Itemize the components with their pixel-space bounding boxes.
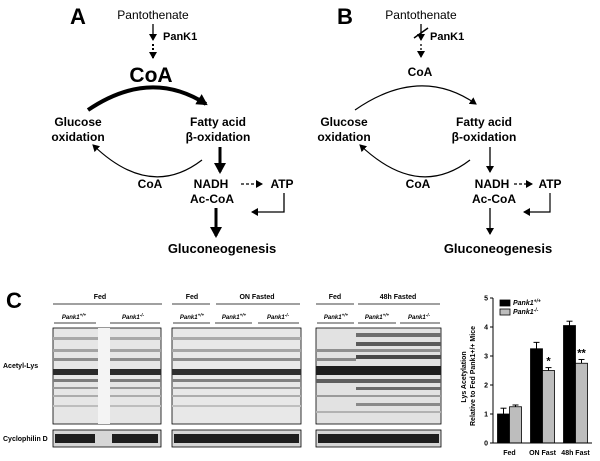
panel-b-gluconeo: Gluconeogenesis <box>444 241 552 256</box>
panel-b-atp: ATP <box>538 177 561 191</box>
panel-a-fatty-line1: Fatty acid <box>190 115 246 129</box>
x-category-label: Fed <box>503 450 515 457</box>
panel-b-nadh: NADH <box>475 177 510 191</box>
bar <box>497 413 510 444</box>
chart-xlabels: Fed ON Fast 48h Fast <box>503 450 590 457</box>
chart-bars: *** <box>497 320 588 444</box>
blot2-fasted-label: ON Fasted <box>239 294 274 301</box>
y-tick-label: 5 <box>484 296 488 303</box>
panel-c-letter: C <box>6 288 22 313</box>
legend-swatch <box>499 299 511 307</box>
blot2-cyclophilin-image <box>171 429 302 448</box>
significance-marker: * <box>546 356 551 368</box>
panel-b-atp-loop <box>523 193 551 216</box>
blot1-fed-label: Fed <box>94 294 106 301</box>
chart-legend: Pank1+/+Pank1-/- <box>499 299 541 317</box>
panel-a-pantothenate: Pantothenate <box>117 8 189 22</box>
panel-b-acoa: Ac-CoA <box>472 192 516 206</box>
y-tick-label: 3 <box>484 354 488 361</box>
panel-a-gluconeo: Gluconeogenesis <box>168 241 276 256</box>
panel-a-thin-arc <box>92 144 203 178</box>
blot2-genotype-2: Pank1+/+ <box>222 313 247 322</box>
chart-ylabel: Lys Acetylation Relative to Fed Pank1+/+… <box>461 326 477 426</box>
panel-a-glucose-line2: oxidation <box>51 130 104 144</box>
blot2-acetyl-image <box>171 327 302 425</box>
panel-b-block-mark <box>413 27 429 39</box>
blot3-header: Fed 48h Fasted Pank1+/+ Pank1+/+ Pank1-/… <box>316 294 440 324</box>
blot3-acetyl-image <box>315 327 442 425</box>
bar <box>575 362 588 444</box>
legend-swatch <box>499 308 511 316</box>
y-tick-label: 0 <box>484 441 488 448</box>
panel-b-glucose-line1: Glucose <box>320 115 368 129</box>
panel-b-letter: B <box>337 4 353 29</box>
y-tick-label: 1 <box>484 412 488 419</box>
panel-a-coa-top: CoA <box>129 64 172 87</box>
blot3-cyclophilin-image <box>315 429 442 448</box>
panel-b-bottom-arc <box>359 144 471 178</box>
bar <box>530 348 543 444</box>
panel-c: C Acetyl-Lys Cyclophilin D Fed Pank1+/+ … <box>3 288 442 448</box>
panel-b-fatty-line1: Fatty acid <box>456 115 512 129</box>
panel-b-coa-bottom: CoA <box>406 177 431 191</box>
y-tick-label: 2 <box>484 383 488 390</box>
blot3-genotype-1: Pank1+/+ <box>324 313 349 322</box>
panel-b-coa-top: CoA <box>408 65 433 79</box>
x-category-label: 48h Fast <box>561 450 590 457</box>
panel-a: A Pantothenate PanK1 CoA Glucose oxidati… <box>51 4 293 256</box>
panel-a-fatty-line2: β-oxidation <box>186 130 251 144</box>
blot1-genotype-wt: Pank1+/+ <box>62 313 87 322</box>
blot3-genotype-3: Pank1-/- <box>408 313 430 322</box>
blot1-acetyl-image <box>52 327 162 425</box>
blot2-fed-label: Fed <box>186 294 198 301</box>
panel-a-pank1: PanK1 <box>163 31 197 43</box>
blot1-header: Fed Pank1+/+ Pank1-/- <box>53 294 162 324</box>
panel-b: B Pantothenate PanK1 CoA Glucose oxidati… <box>317 4 561 256</box>
panel-a-atp: ATP <box>270 177 293 191</box>
legend-label: Pank1+/+ <box>513 299 541 308</box>
blot3-fasted-label: 48h Fasted <box>380 294 417 301</box>
panel-b-glucose-line2: oxidation <box>317 130 370 144</box>
panel-a-letter: A <box>70 4 86 29</box>
panel-a-atp-loop <box>251 193 285 216</box>
blot1-cyclophilin-image <box>52 429 162 448</box>
legend-label: Pank1-/- <box>513 308 539 317</box>
blot3-fed-label: Fed <box>329 294 341 301</box>
blot1-genotype-ko: Pank1-/- <box>122 313 144 322</box>
blot-label-cyclophilin: Cyclophilin D <box>3 436 48 443</box>
significance-marker: ** <box>577 347 586 359</box>
blot2-genotype-3: Pank1-/- <box>267 313 289 322</box>
panel-b-pank1: PanK1 <box>430 31 464 43</box>
blot-label-acetyl-lys: Acetyl-Lys <box>3 363 38 370</box>
panel-a-bold-arc <box>86 85 208 112</box>
bar <box>509 406 522 444</box>
panel-a-glucose-line1: Glucose <box>54 115 102 129</box>
panel-b-fatty-line2: β-oxidation <box>452 130 517 144</box>
panel-a-acoa: Ac-CoA <box>190 192 234 206</box>
blot2-genotype-1: Pank1+/+ <box>180 313 205 322</box>
blot3-genotype-2: Pank1+/+ <box>365 313 390 322</box>
x-category-label: ON Fast <box>529 450 557 457</box>
acetylation-bar-chart: Lys Acetylation Relative to Fed Pank1+/+… <box>461 296 592 457</box>
y-tick-label: 4 <box>484 325 488 332</box>
panel-b-pantothenate: Pantothenate <box>385 8 457 22</box>
blot2-header: Fed ON Fasted Pank1+/+ Pank1+/+ Pank1-/- <box>172 294 300 324</box>
panel-a-nadh: NADH <box>194 177 229 191</box>
bar <box>542 370 555 444</box>
panel-a-coa-bottom: CoA <box>138 177 163 191</box>
chart-ticks: 0 1 2 3 4 5 <box>484 296 493 448</box>
panel-b-top-arc <box>354 85 477 111</box>
bar <box>563 325 576 444</box>
